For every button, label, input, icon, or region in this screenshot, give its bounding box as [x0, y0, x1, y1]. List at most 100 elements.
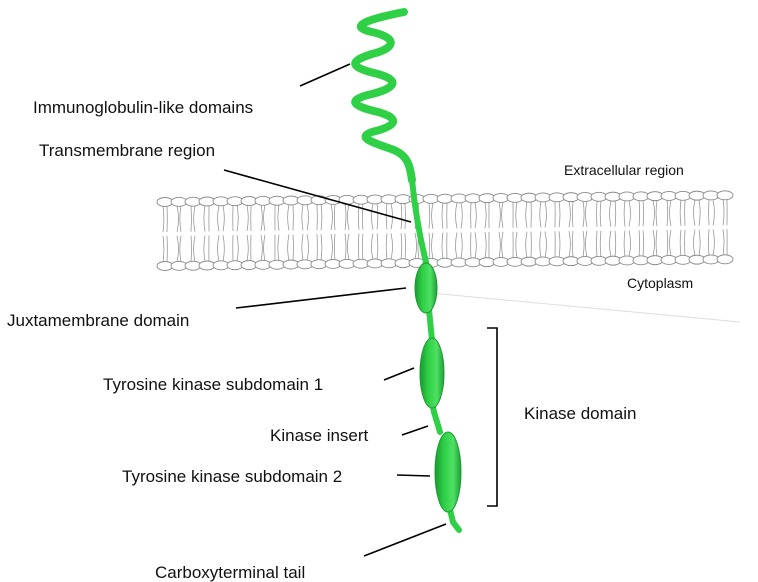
lipid-tail	[629, 200, 631, 226]
lipid-tail	[432, 233, 433, 259]
lipid-tail	[713, 229, 714, 255]
lipid-tail	[223, 205, 224, 231]
lipid-tail	[723, 199, 724, 225]
lipid-tail	[600, 201, 601, 227]
lipid-tail	[401, 203, 402, 229]
lipid-tail	[204, 235, 205, 261]
lipid-tail	[321, 204, 322, 230]
lipid-tail	[358, 234, 359, 260]
lipid-tail	[177, 236, 179, 262]
lipid-tail	[624, 200, 625, 226]
label-juxtamembrane-domain: Juxtamembrane domain	[7, 311, 189, 330]
label-carboxyterminal-tail: Carboxyterminal tail	[155, 563, 305, 582]
receptor-protein	[355, 12, 461, 530]
lipid-tail	[586, 201, 588, 227]
lipid-tail	[264, 235, 265, 261]
lipid-tail	[401, 233, 402, 259]
lipid-tail	[475, 202, 476, 228]
lipid-tail	[432, 203, 433, 229]
lipid-tail	[629, 230, 631, 256]
lipid-tail	[415, 233, 417, 259]
lipid-tail	[643, 230, 644, 256]
lipid-tail	[237, 235, 238, 261]
lipid-tail	[699, 200, 700, 226]
lipid-tail	[456, 202, 457, 228]
lipid-tail	[540, 201, 541, 227]
lipid-tail	[499, 202, 500, 228]
lipid-tail	[502, 202, 503, 228]
lipid-tail	[461, 232, 462, 258]
lipid-tail	[499, 232, 500, 258]
lipid-tail	[624, 230, 625, 256]
lipid-tail	[372, 233, 374, 259]
lipid-tail	[218, 235, 219, 261]
lipid-tail	[307, 234, 309, 260]
lipid-tail	[600, 231, 601, 257]
label-kinase-insert: Kinase insert	[270, 426, 369, 445]
lipid-tail	[331, 204, 332, 230]
lipid-tail	[615, 201, 616, 227]
lipid-tail	[667, 200, 668, 226]
lipid-tail	[237, 205, 238, 231]
lipid-tail	[713, 199, 714, 225]
lipid-tail	[694, 200, 696, 226]
lipid-tail	[442, 233, 443, 259]
lipid-tail	[302, 234, 303, 260]
lipid-tail	[680, 200, 681, 226]
lipid-tail	[653, 200, 655, 226]
lipid-tail	[572, 231, 573, 257]
label-transmembrane-region: Transmembrane region	[39, 141, 215, 160]
lipid-tail	[545, 231, 546, 257]
label-cytoplasm: Cytoplasm	[627, 275, 693, 291]
lipid-tail	[475, 232, 476, 258]
lipid-tail	[485, 202, 486, 228]
lipid-tail	[485, 232, 486, 258]
lipid-tail	[345, 204, 346, 230]
lipid-tail	[321, 234, 322, 260]
label-tyrosine-kinase-subdomain-1: Tyrosine kinase subdomain 1	[103, 375, 323, 394]
lipid-tail	[223, 235, 224, 261]
lipid-tail	[163, 236, 164, 262]
lipid-tail	[569, 231, 570, 257]
leader-line-immunoglobulin	[300, 64, 350, 86]
lipid-tail	[194, 236, 195, 262]
lipid-tail	[610, 201, 611, 227]
lipid-tail	[386, 233, 387, 259]
lipid-tail	[610, 231, 611, 257]
lipid-tail	[670, 200, 671, 226]
lipid-tail	[377, 233, 378, 259]
lipid-tail	[656, 200, 657, 226]
leader-line-kinase-insert	[402, 426, 428, 435]
lipid-tail	[583, 201, 584, 227]
lipid-tail	[331, 234, 332, 260]
lipid-tail	[569, 201, 570, 227]
lipid-tail	[261, 235, 262, 261]
lipid-tail	[278, 205, 279, 231]
membrane-shadow-edge	[420, 292, 740, 322]
carboxyterminal-tail-stalk	[450, 510, 459, 530]
lipid-tail	[278, 235, 279, 261]
lipid-tail	[516, 232, 517, 258]
lipid-tail	[643, 200, 644, 226]
lipid-tail	[163, 206, 164, 232]
lipid-tail	[247, 205, 248, 231]
juxtamembrane-domain-shape	[415, 263, 437, 313]
lipid-tail	[572, 201, 573, 227]
lipid-tail	[694, 230, 696, 256]
lipid-tail	[586, 231, 588, 257]
lipid-tail	[653, 230, 655, 256]
lipid-tail	[348, 234, 350, 260]
leader-line-tk1	[384, 368, 414, 380]
lipid-tail	[177, 206, 179, 232]
lipid-tail	[639, 200, 640, 226]
label-immunoglobulin-like-domains: Immunoglobulin-like domains	[33, 98, 253, 117]
lipid-tail	[180, 236, 181, 262]
lipid-tail	[526, 232, 527, 258]
lipid-tail	[362, 234, 363, 260]
lipid-tail	[261, 205, 262, 231]
lipid-tail	[545, 201, 546, 227]
lipid-tail	[723, 229, 724, 255]
lipid-tail	[615, 231, 616, 257]
lipid-tail	[670, 230, 671, 256]
